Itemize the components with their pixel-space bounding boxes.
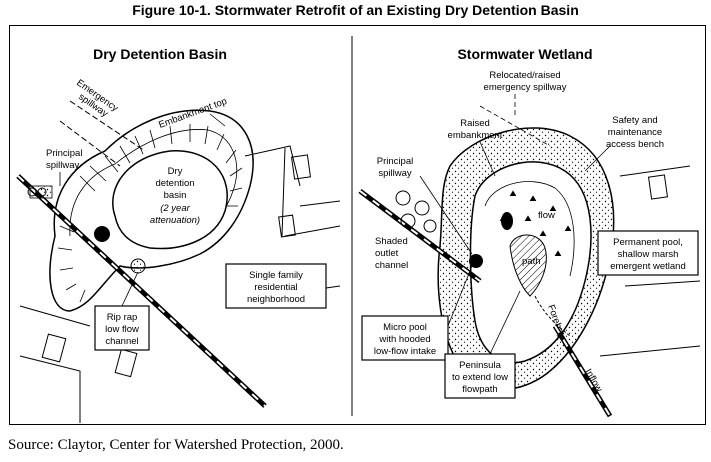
relocated-label-2: emergency spillway <box>484 82 567 93</box>
raised-embankment-label-1: Raised <box>460 118 490 129</box>
relocated-label-1: Relocated/raised <box>489 70 560 81</box>
safety-label-3: access bench <box>606 139 664 150</box>
left-diagram: Dry Detention Basin Emergency spillway E… <box>16 46 341 423</box>
basin-label-3: basin <box>164 190 187 201</box>
detention-basin <box>112 150 228 250</box>
micro-pool-label-3: low-flow intake <box>374 346 436 357</box>
neighborhood-label-1: Single family <box>249 270 303 281</box>
peninsula <box>509 234 547 297</box>
diagram-panel: Dry Detention Basin Emergency spillway E… <box>9 25 706 425</box>
peninsula-label-2: to extend low <box>452 372 508 383</box>
peninsula-label-1: Peninsula <box>459 360 501 371</box>
outlet-riser <box>94 226 110 242</box>
riprap-label-2: low flow <box>105 324 139 335</box>
right-diagram: Stormwater Wetland Relocated/raised emer… <box>358 46 701 418</box>
residential-lots <box>19 145 341 423</box>
safety-label-1: Safety and <box>612 115 657 126</box>
riprap-label-3: channel <box>105 336 138 347</box>
shaded-label-3: channel <box>375 260 408 271</box>
basin-label-2: detention <box>155 178 194 189</box>
right-panel-title: Stormwater Wetland <box>457 46 592 62</box>
embankment <box>49 109 254 312</box>
principal-spillway-label-2: spillway <box>46 160 80 171</box>
left-panel-title: Dry Detention Basin <box>93 46 227 62</box>
neighborhood-label-3: neighborhood <box>247 294 305 305</box>
permanent-pool-label-3: emergent wetland <box>610 261 686 272</box>
peninsula-label-3: flowpath <box>462 384 497 395</box>
micro-pool-label-2: with hooded <box>378 334 430 345</box>
neighborhood-label-2: residential <box>254 282 297 293</box>
safety-label-2: maintenance <box>608 127 662 138</box>
basin-label-4: (2 year <box>160 203 190 214</box>
permanent-pool-label-2: shallow marsh <box>618 249 679 260</box>
basin-label-5: attenuation) <box>150 215 200 226</box>
basin-label-1: Dry <box>168 166 183 177</box>
shaded-label-1: Shaded <box>375 236 408 247</box>
shade-trees <box>395 190 437 233</box>
riprap-label-1: Rip rap <box>107 312 138 323</box>
shaded-label-2: outlet <box>375 248 399 259</box>
flow-label: flow <box>538 210 555 221</box>
micro-pool-label-1: Micro pool <box>383 322 427 333</box>
principal-spillway-right-label-2: spillway <box>378 168 412 179</box>
path-label: path <box>522 256 541 267</box>
principal-spillway-right-label-1: Principal <box>377 156 413 167</box>
raised-embankment-label-2: embankment <box>448 130 503 141</box>
permanent-pool-label-1: Permanent pool, <box>613 237 683 248</box>
principal-spillway-label-1: Principal <box>46 148 82 159</box>
right-lots <box>599 165 701 357</box>
figure-title: Figure 10-1. Stormwater Retrofit of an E… <box>132 2 579 18</box>
source-caption: Source: Claytor, Center for Watershed Pr… <box>8 437 344 453</box>
